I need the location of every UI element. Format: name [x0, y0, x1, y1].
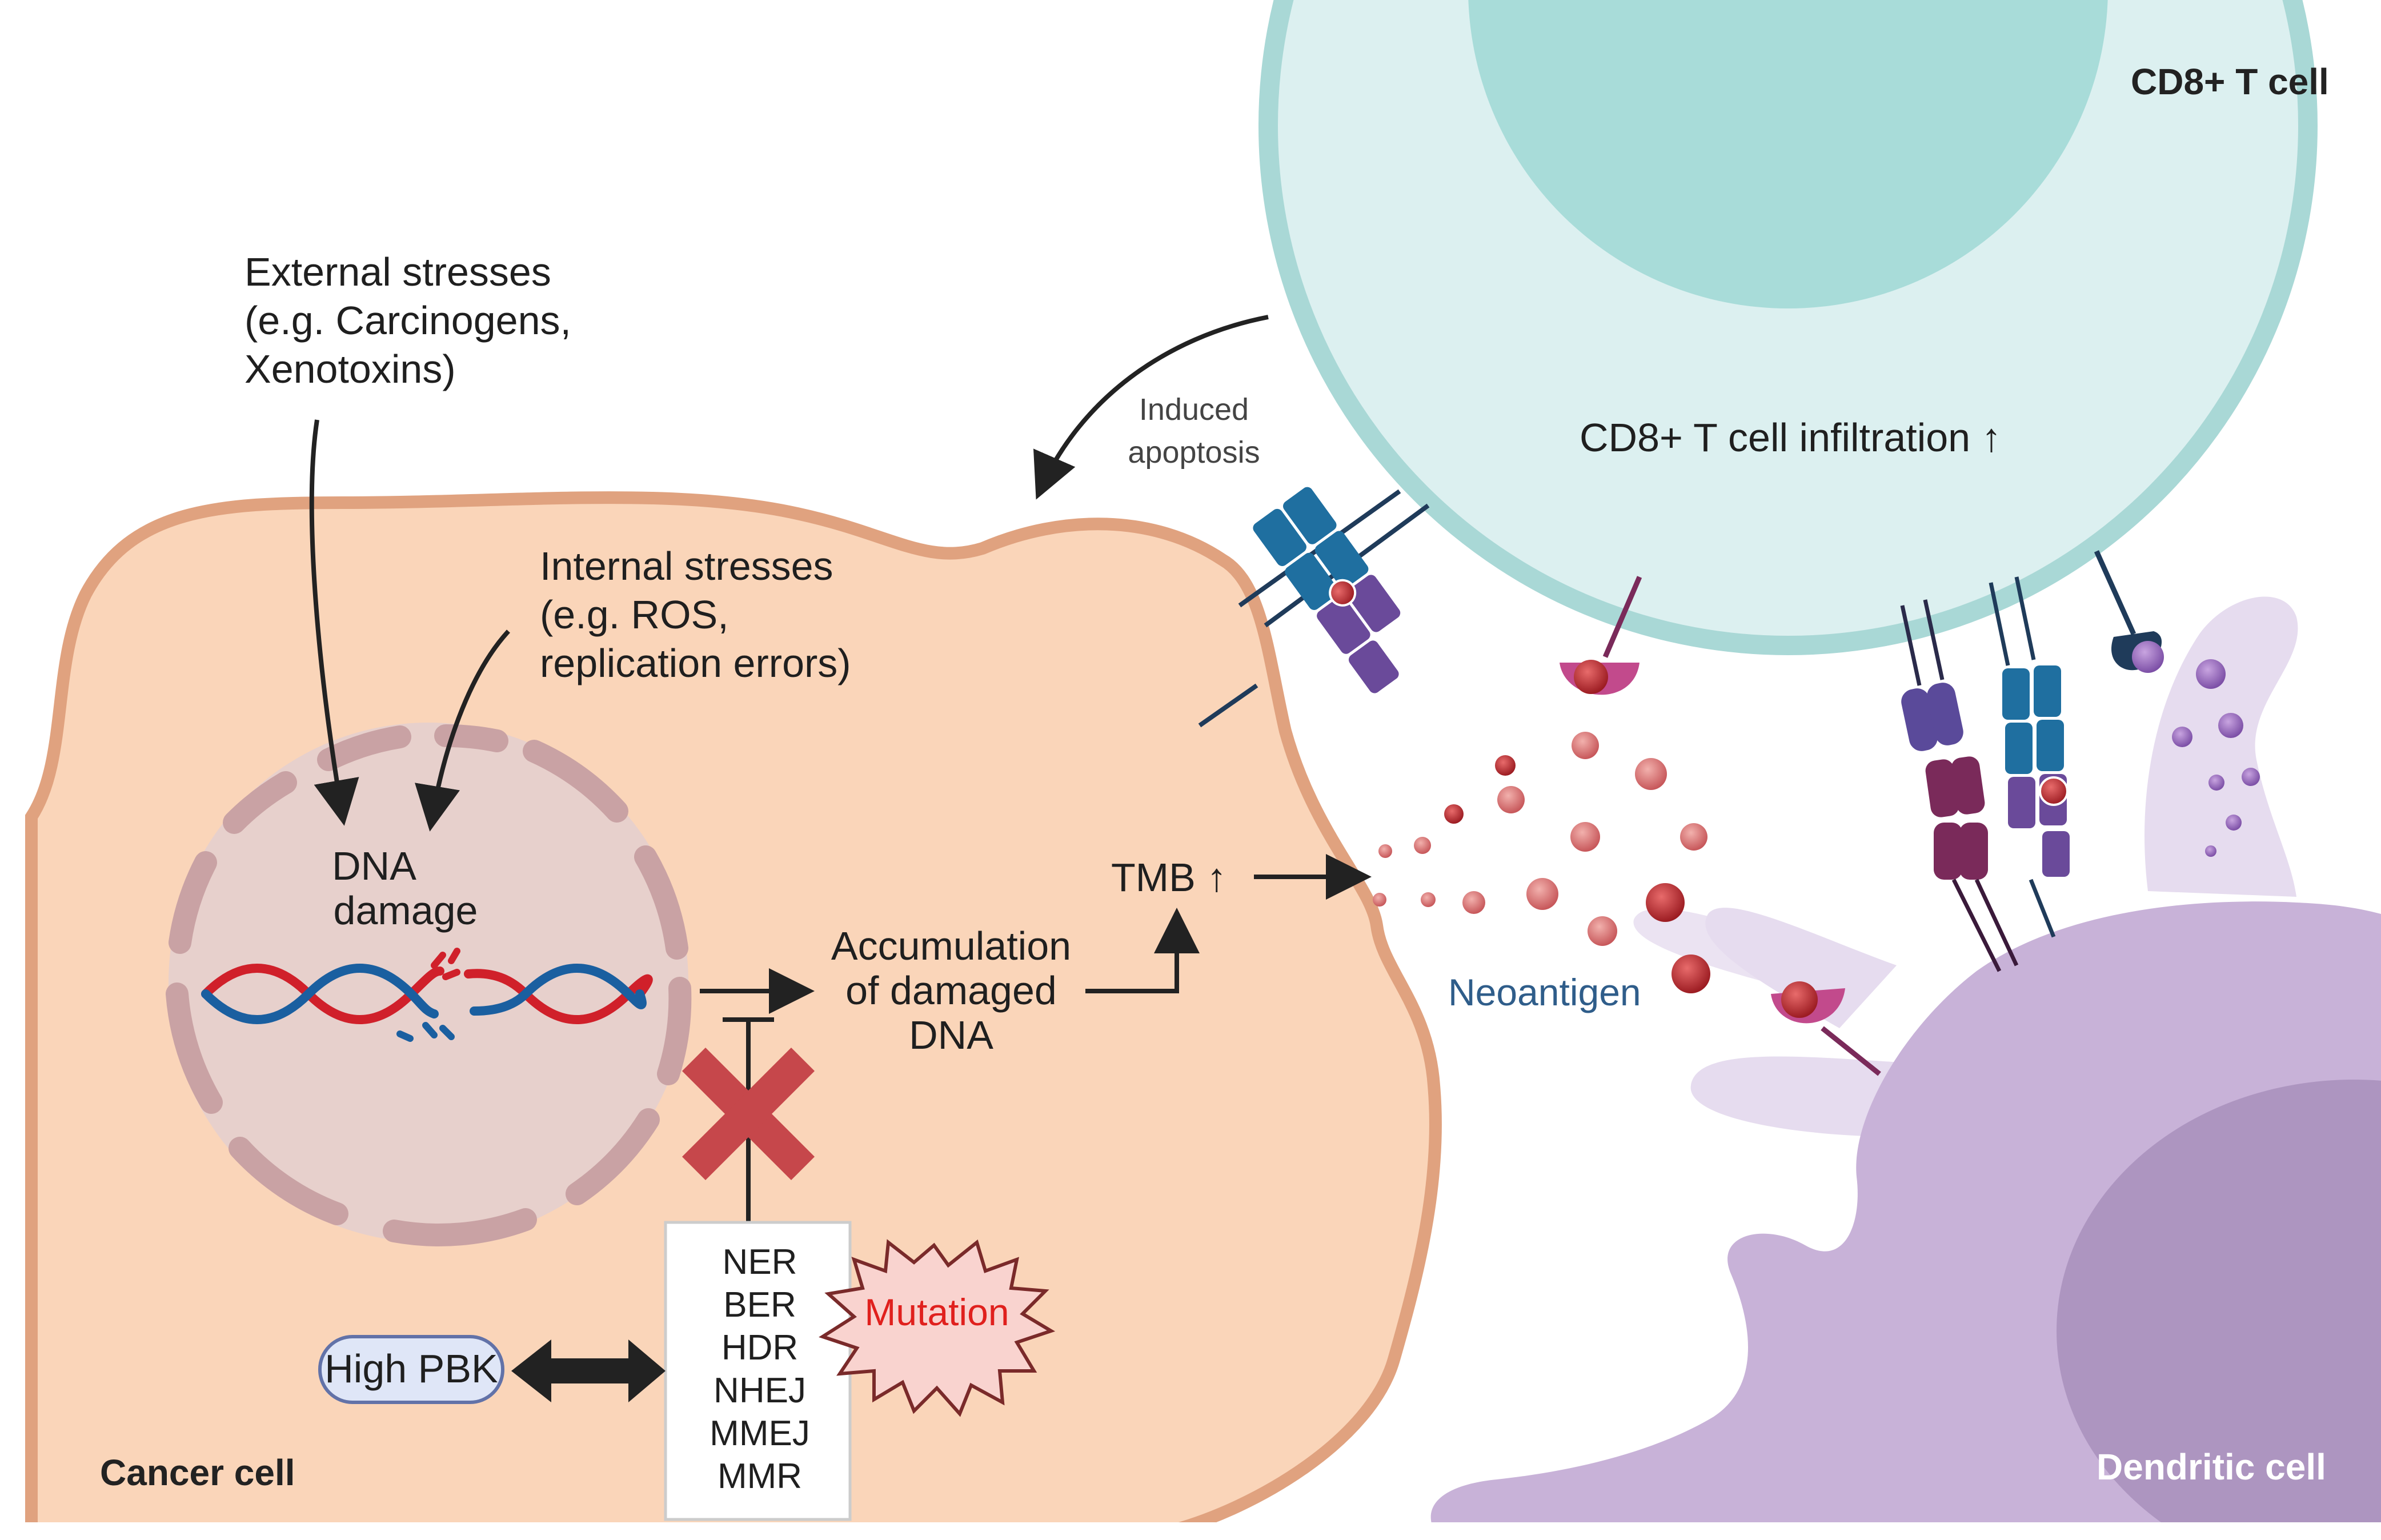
antigen-receptor-dc-bottom [1771, 981, 1881, 1076]
external-stress-label-line3: Xenotoxins) [244, 347, 456, 391]
internal-stress-label-line1: Internal stresses [540, 544, 833, 588]
dendrite-upper-right [2144, 596, 2298, 897]
vesicles [2172, 659, 2260, 857]
dna-strand-red [201, 964, 444, 1024]
bottom-margin [0, 1522, 2381, 1540]
dendritic-cell [1430, 596, 2381, 1540]
t-cell-label: CD8+ T cell [2131, 61, 2329, 102]
dendritic-cell-label: Dendritic cell [2097, 1446, 2326, 1487]
neoantigen-particles [1373, 732, 1710, 993]
external-stress-arrow [309, 419, 359, 826]
cancer-cell-label: Cancer cell [100, 1452, 295, 1493]
accumulation-label-line1: Accumulation [831, 924, 1071, 968]
induced-apoptosis-label-line1: Induced [1139, 392, 1249, 427]
repair-item: NHEJ [714, 1371, 806, 1410]
dendritic-cell-nucleus [2057, 1080, 2381, 1540]
accumulation-to-tmb-arrow [1085, 908, 1200, 993]
tmb-label: TMB ↑ [1111, 855, 1226, 900]
pathway-arrows [309, 315, 1372, 1014]
dendrite-lower [1690, 1056, 1902, 1137]
tcr-mhc-complex-dendritic-2 [1989, 576, 2070, 938]
t-cell-infiltration-label: CD8+ T cell infiltration ↑ [1580, 415, 2002, 460]
inhibition-marker [682, 1017, 815, 1222]
antigen-receptor-dc-top [2094, 550, 2164, 673]
double-arrow-icon [511, 1340, 666, 1402]
neoantigen-label: Neoantigen [1448, 971, 1641, 1013]
cancer-cell: NER BER HDR NHEJ MMEJ MMR Mutation High … [25, 315, 1442, 1537]
dna-helix [201, 964, 653, 1024]
external-stress-label-line2: (e.g. Carcinogens, [244, 298, 571, 343]
induced-apoptosis-arrow [1033, 315, 1269, 500]
internal-stress-arrow [415, 629, 510, 832]
internal-stress-label-line3: replication errors) [540, 641, 851, 685]
repair-item: MMR [717, 1457, 802, 1496]
antigen-receptor-tcell-top [1560, 576, 1642, 695]
repair-item: HDR [721, 1328, 798, 1367]
tcr-mhc-complex-dendritic-1 [1900, 599, 2019, 972]
nuclear-envelope [166, 724, 692, 1246]
internal-stress-label-line2: (e.g. ROS, [540, 592, 729, 637]
accumulation-label-line2: of damaged [845, 968, 1057, 1013]
tcr-mhc-complex-cancer [1198, 487, 1430, 728]
dendrite-far-left [1633, 908, 1817, 988]
repair-item: MMEJ [710, 1414, 810, 1453]
nucleus [166, 723, 692, 1246]
dna-break-fragments [396, 948, 460, 1042]
repair-item: BER [723, 1285, 796, 1325]
inhibit-x-icon [682, 1047, 815, 1181]
induced-apoptosis-label-line2: apoptosis [1128, 435, 1260, 470]
mutation-starburst-icon [819, 1239, 1056, 1417]
repair-item: NER [723, 1242, 797, 1282]
dna-damage-label-line2: damage [334, 888, 478, 933]
dna-strand-blue [201, 964, 439, 1024]
mutation-label: Mutation [864, 1291, 1009, 1333]
external-stress-label-line1: External stresses [244, 250, 551, 294]
cd8-t-cell [1258, 0, 2318, 655]
mutation-burst: Mutation [819, 1239, 1056, 1417]
repair-pathway-box: NER BER HDR NHEJ MMEJ MMR [664, 1221, 852, 1521]
accumulation-label-line3: DNA [909, 1013, 993, 1057]
high-pbk-label: High PBK [324, 1346, 498, 1391]
dna-damage-label-line1: DNA [332, 844, 416, 888]
high-pbk: High PBK [318, 1335, 504, 1404]
t-cell-nucleus [1468, 0, 2108, 308]
